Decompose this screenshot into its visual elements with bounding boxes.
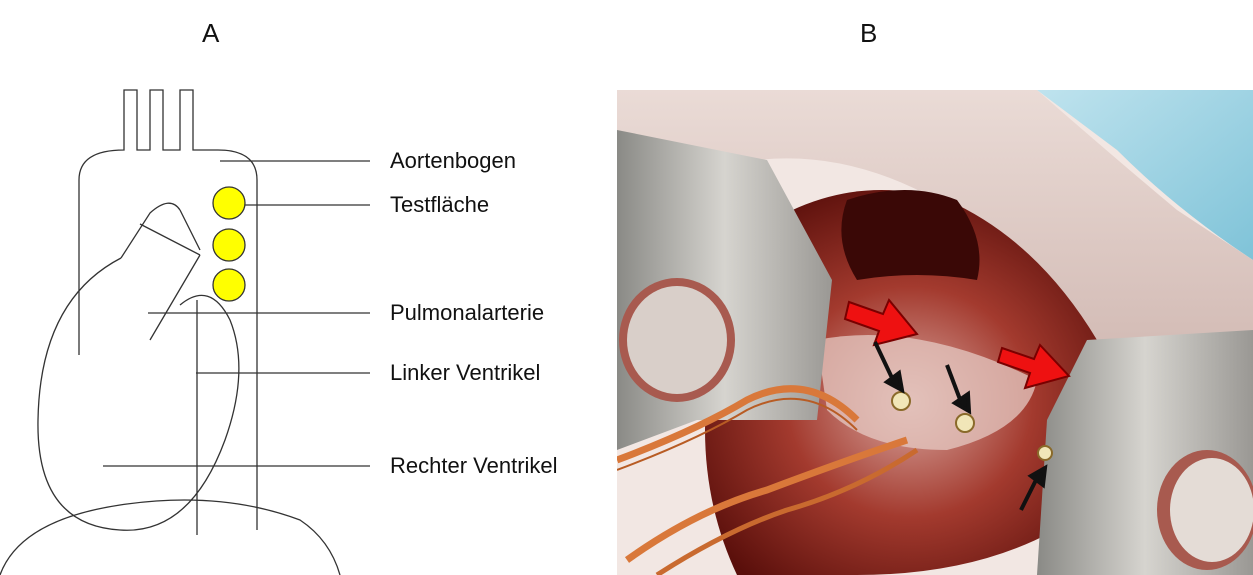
test-area-circle <box>213 229 245 261</box>
surgical-photograph <box>617 90 1253 575</box>
panel-label-b: B <box>860 18 877 49</box>
test-area-circle <box>213 187 245 219</box>
heart-schematic-diagram <box>0 0 617 575</box>
label-linker-ventrikel: Linker Ventrikel <box>390 360 540 386</box>
test-area-circle <box>213 269 245 301</box>
pulmonary-artery-tube <box>121 203 180 258</box>
label-rechter-ventrikel: Rechter Ventrikel <box>390 453 558 479</box>
sensor-disk <box>892 392 910 410</box>
label-pulmonalarterie: Pulmonalarterie <box>390 300 544 326</box>
sensor-disk <box>1038 446 1052 460</box>
label-aortenbogen: Aortenbogen <box>390 148 516 174</box>
sensor-disk <box>956 414 974 432</box>
chest-outline <box>0 500 340 575</box>
label-testflaeche: Testfläche <box>390 192 489 218</box>
heart-outline <box>38 258 239 530</box>
